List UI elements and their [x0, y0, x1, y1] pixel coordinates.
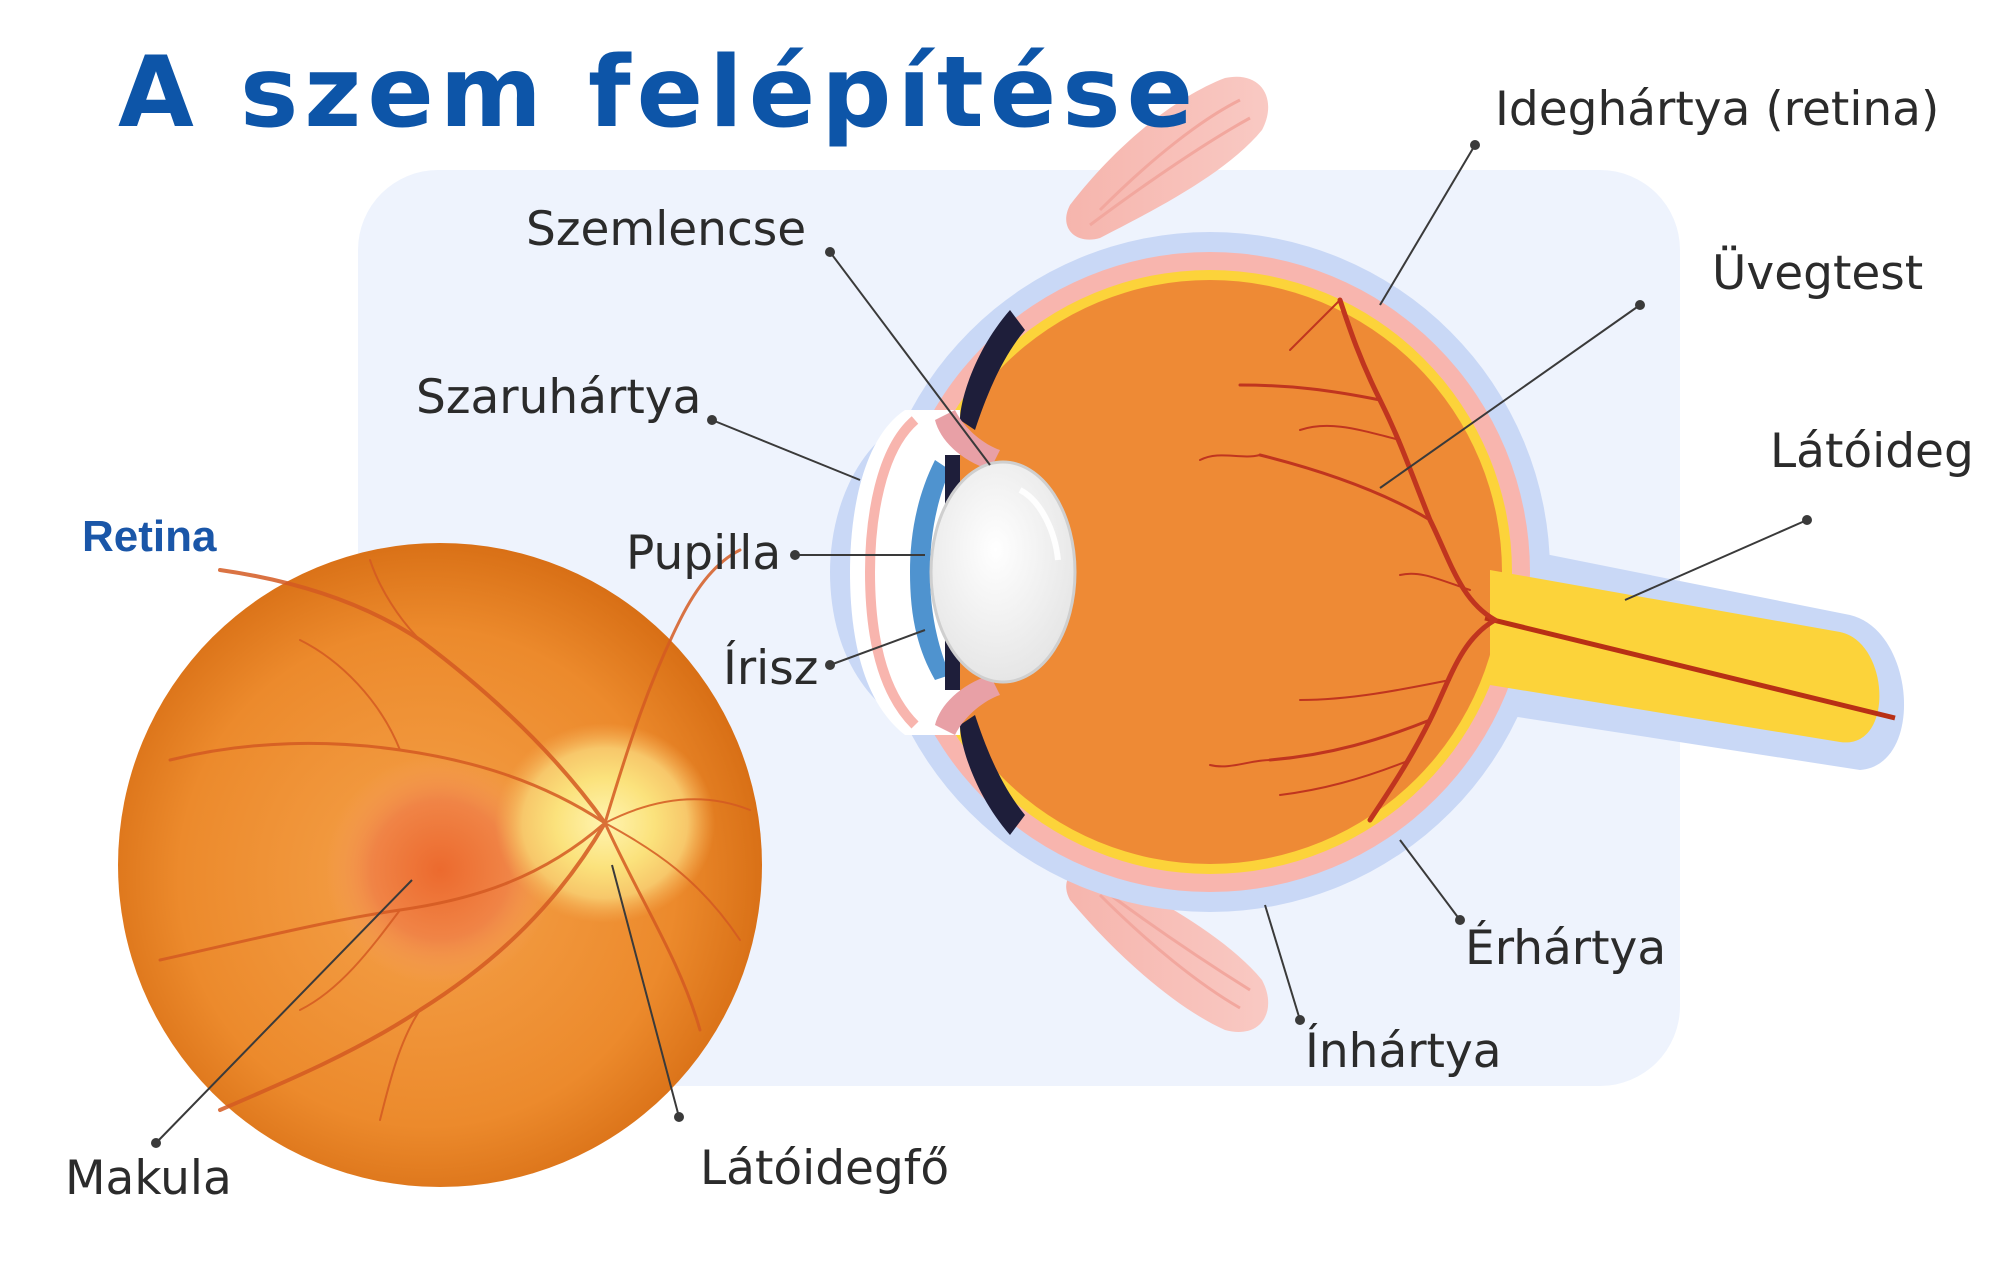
label-latoideg: Látóideg — [1770, 424, 1974, 479]
retinal-vessels — [1199, 297, 1498, 823]
vitreous-body — [918, 280, 1502, 864]
label-makula: Makula — [65, 1151, 232, 1206]
ciliary-muscle-top — [935, 410, 1000, 470]
label-szaruhartya: Szaruhártya — [416, 370, 702, 425]
label-latoidegfo: Látóidegfő — [700, 1141, 950, 1196]
label-pupilla: Pupilla — [626, 526, 782, 581]
optic-nerve — [1490, 570, 1880, 743]
label-uvegtest: Üvegtest — [1712, 246, 1924, 301]
label-erhartya: Érhártya — [1465, 921, 1667, 976]
label-ideghartya: Ideghártya (retina) — [1495, 82, 1940, 137]
lens — [929, 460, 1077, 684]
retina-subtitle: Retina — [82, 512, 217, 561]
optic-nerve-vessel — [1484, 615, 1896, 721]
leader-lines — [151, 140, 1812, 1148]
label-irisz: Írisz — [723, 641, 819, 696]
label-szemlencse: Szemlencse — [526, 202, 807, 257]
ciliary-muscle-bottom — [935, 675, 1000, 735]
label-inhartya: Ínhártya — [1305, 1024, 1502, 1079]
fundus-vessels — [158, 548, 751, 1121]
page-title: A szem felépítése — [118, 36, 1200, 150]
eye-muscle-top — [1066, 76, 1269, 240]
ciliary-body — [960, 310, 1025, 430]
